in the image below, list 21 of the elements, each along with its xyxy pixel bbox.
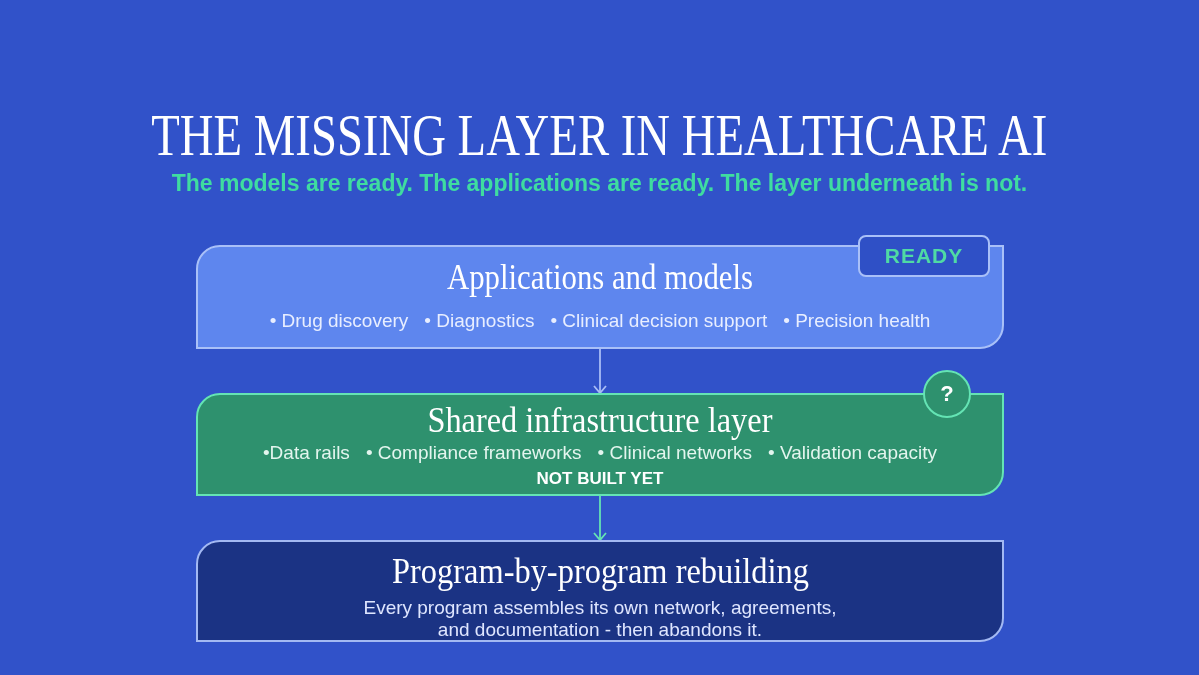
- list-item: • Clinical decision support: [550, 309, 768, 333]
- layer-panel: [196, 540, 1004, 642]
- arrow: [593, 348, 607, 394]
- list-item: • Validation capacity: [768, 441, 938, 465]
- panel-heading: Program-by-program rebuilding: [391, 551, 809, 591]
- list-item: • Diagnostics: [424, 309, 535, 333]
- panel-heading: Shared infrastructure layer: [427, 400, 773, 440]
- list-item: • Precision health: [783, 309, 931, 333]
- subtitle: The models are ready. The applications are ready. The layer underneath is not.: [171, 169, 1028, 198]
- diagram-title: THE MISSING LAYER IN HEALTHCARE AI: [151, 103, 1048, 167]
- list-item: • Compliance frameworks: [365, 441, 582, 465]
- status-badge: READY: [858, 235, 990, 277]
- list-item: •Data rails: [262, 441, 350, 465]
- status-note: NOT BUILT YET: [536, 468, 664, 490]
- panel-heading: Applications and models: [447, 257, 753, 297]
- list-item: • Drug discovery: [269, 309, 409, 333]
- panel-description: Every program assembles its own network, agreements, and documentation - then abandons it.: [362, 597, 838, 641]
- question-badge: ?: [923, 370, 971, 418]
- arrow: [593, 495, 607, 541]
- layer-panel: [196, 245, 1004, 349]
- list-item: • Clinical networks: [597, 441, 753, 465]
